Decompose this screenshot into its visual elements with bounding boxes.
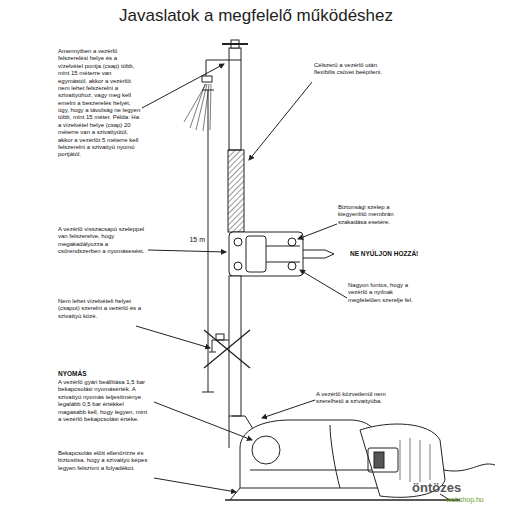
watermark: webshop.hu [446,496,506,505]
note: Célszerű a vezérlő után flexibilis csöve… [314,62,390,77]
dimension-label: 15 m [183,236,205,245]
note: Nem lehet vízelvételi helyet (csapot) sz… [58,298,144,320]
note: Nagyon fontos, hogy a vezérlő a nyílnak … [348,282,426,304]
note: A vezérlő visszacsapó szeleppel van fels… [58,226,146,256]
note: Amennyiben a vezérlő felszerelési helye … [58,48,142,159]
note: Bekapcsolás előtt ellenőrizze és biztosí… [58,450,152,472]
note: A vezérlő gyári beállítása 1,5 bar bekap… [58,379,152,423]
heading: NYOMÁS [58,370,118,378]
warning: NE NYÚLJON HOZZÁ! [350,250,450,258]
note: A vezérlő közvetlenül nem szerelhető a s… [316,391,396,406]
note: Biztonsági szelep a kiegyenlítő membrán … [338,204,416,226]
watermark: öntözes [412,480,508,496]
title: Javaslatok a megfelelő működéshez [0,6,512,26]
